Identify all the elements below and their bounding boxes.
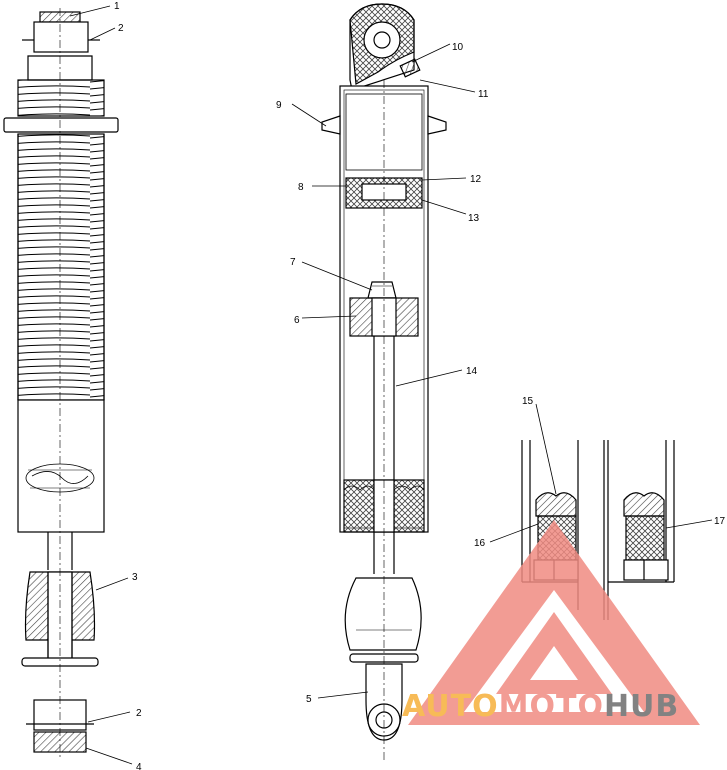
callout-labels: 1 2 3 2 4 10 11 9 12 8 13 7 6 14 5 15 16… <box>114 1 726 770</box>
callout-3: 3 <box>132 572 138 583</box>
callout-7: 7 <box>290 257 296 268</box>
callout-9: 9 <box>276 100 282 111</box>
callout-8: 8 <box>298 182 304 193</box>
callout-2-bottom: 2 <box>136 708 142 719</box>
callout-6: 6 <box>294 315 300 326</box>
callout-17: 17 <box>714 516 726 527</box>
callout-4: 4 <box>136 762 142 770</box>
callout-13: 13 <box>468 213 480 224</box>
callout-5: 5 <box>306 694 312 705</box>
callout-14: 14 <box>466 366 478 377</box>
callout-2-top: 2 <box>118 23 124 34</box>
callout-11: 11 <box>478 89 489 100</box>
watermark-auto: AUTO <box>402 689 499 724</box>
watermark-moto: MOTO <box>499 689 604 724</box>
watermark-hub: HUB <box>604 689 679 724</box>
assembled-shock <box>3 8 119 760</box>
warning-triangle-icon <box>408 520 700 725</box>
cutaway-shock <box>321 3 447 760</box>
callout-10: 10 <box>452 42 464 53</box>
callout-12: 12 <box>470 174 482 185</box>
svg-text:AUTOMOTOHUB: AUTOMOTOHUB <box>402 689 679 724</box>
callout-15: 15 <box>522 396 534 407</box>
watermark-logo: AUTOMOTOHUB <box>402 520 700 725</box>
callout-16: 16 <box>474 538 486 549</box>
callout-1: 1 <box>114 1 120 12</box>
leader-lines <box>69 5 713 765</box>
